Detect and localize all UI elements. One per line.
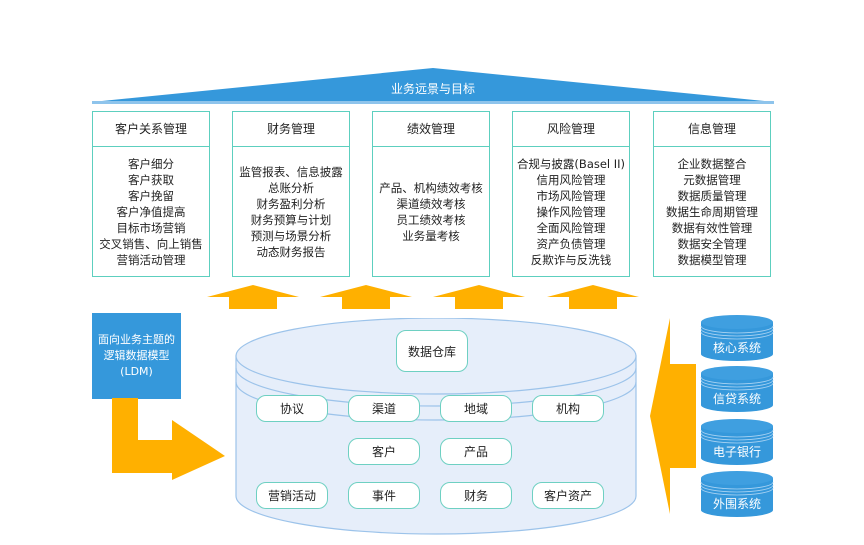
module-item: 营销活动管理 — [116, 252, 186, 267]
module-item: 企业数据整合 — [677, 156, 747, 171]
module-item: 市场风险管理 — [536, 188, 606, 203]
up-arrow-icon — [433, 285, 525, 309]
module-item: 合规与披露(Basel II) — [516, 156, 626, 171]
module-item: 数据质量管理 — [677, 188, 747, 203]
entity-node: 地域 — [440, 395, 512, 422]
module-item: 动态财务报告 — [256, 244, 326, 259]
module-card: 信息管理企业数据整合元数据管理数据质量管理数据生命周期管理数据有效性管理数据安全… — [653, 111, 771, 277]
module-item: 财务预算与计划 — [250, 212, 332, 227]
module-item: 产品、机构绩效考核 — [379, 180, 483, 195]
module-item: 员工绩效考核 — [396, 212, 466, 227]
module-item: 数据安全管理 — [677, 236, 747, 251]
module-item: 数据模型管理 — [677, 252, 747, 267]
module-card: 客户关系管理客户细分客户获取客户挽留客户净值提高目标市场营销交叉销售、向上销售营… — [92, 111, 210, 277]
database-icon — [700, 366, 774, 412]
module-item: 数据有效性管理 — [671, 220, 753, 235]
module-item: 交叉销售、向上销售 — [99, 236, 203, 251]
module-title: 财务管理 — [233, 112, 349, 147]
entity-node: 渠道 — [348, 395, 420, 422]
module-item: 监管报表、信息披露 — [239, 164, 343, 179]
module-items: 合规与披露(Basel II)信用风险管理市场风险管理操作风险管理全面风险管理资… — [513, 147, 629, 276]
ldm-box: 面向业务主题的 逻辑数据模型 (LDM) — [92, 313, 181, 399]
up-arrow-icon — [547, 285, 639, 309]
module-items: 客户细分客户获取客户挽留客户净值提高目标市场营销交叉销售、向上销售营销活动管理 — [93, 147, 209, 276]
module-card: 风险管理合规与披露(Basel II)信用风险管理市场风险管理操作风险管理全面风… — [512, 111, 630, 277]
source-system-label: 电子银行 — [712, 445, 761, 459]
module-item: 客户挽留 — [128, 188, 174, 203]
entity-node: 营销活动 — [256, 482, 328, 509]
entity-node: 客户资产 — [532, 482, 604, 509]
ldm-arrow — [112, 398, 225, 480]
module-item: 目标市场营销 — [116, 220, 186, 235]
entity-node: 财务 — [440, 482, 512, 509]
module-item: 反欺诈与反洗钱 — [530, 252, 612, 267]
source-system-label: 信贷系统 — [712, 392, 761, 406]
vision-title: 业务远景与目标 — [390, 82, 475, 96]
vision-roof — [92, 68, 774, 104]
warehouse-title-node: 数据仓库 — [396, 330, 468, 372]
entity-node: 协议 — [256, 395, 328, 422]
ldm-line: 逻辑数据模型 — [103, 349, 170, 362]
module-items: 监管报表、信息披露总账分析财务盈利分析财务预算与计划预测与场景分析动态财务报告 — [233, 147, 349, 276]
module-title: 客户关系管理 — [93, 112, 209, 147]
sources-arrow — [650, 318, 696, 514]
up-arrow-icon — [320, 285, 412, 309]
ldm-line: (LDM) — [120, 365, 153, 378]
module-item: 业务量考核 — [402, 228, 460, 243]
module-item: 客户获取 — [128, 172, 174, 187]
module-item: 财务盈利分析 — [256, 196, 326, 211]
module-item: 操作风险管理 — [536, 204, 606, 219]
up-arrow-icon — [207, 285, 299, 309]
module-item: 客户净值提高 — [116, 204, 186, 219]
source-system-label: 核心系统 — [712, 341, 761, 355]
module-item: 总账分析 — [268, 180, 314, 195]
module-item: 全面风险管理 — [536, 220, 606, 235]
module-item: 元数据管理 — [683, 172, 741, 187]
module-items: 企业数据整合元数据管理数据质量管理数据生命周期管理数据有效性管理数据安全管理数据… — [654, 147, 770, 276]
module-item: 客户细分 — [128, 156, 174, 171]
module-card: 财务管理监管报表、信息披露总账分析财务盈利分析财务预算与计划预测与场景分析动态财… — [232, 111, 350, 277]
module-items: 产品、机构绩效考核渠道绩效考核员工绩效考核业务量考核 — [373, 147, 489, 276]
module-item: 数据生命周期管理 — [666, 204, 758, 219]
entity-node: 产品 — [440, 438, 512, 465]
module-item: 预测与场景分析 — [250, 228, 332, 243]
entity-node: 机构 — [532, 395, 604, 422]
ldm-line: 面向业务主题的 — [98, 333, 175, 346]
module-title: 绩效管理 — [373, 112, 489, 147]
database-icon — [700, 419, 774, 465]
database-icon — [700, 471, 774, 517]
module-item: 信用风险管理 — [536, 172, 606, 187]
source-system-label: 外围系统 — [712, 497, 761, 511]
module-item: 资产负债管理 — [536, 236, 606, 251]
entity-node: 客户 — [348, 438, 420, 465]
entity-node: 事件 — [348, 482, 420, 509]
module-title: 风险管理 — [513, 112, 629, 147]
module-card: 绩效管理产品、机构绩效考核渠道绩效考核员工绩效考核业务量考核 — [372, 111, 490, 277]
module-title: 信息管理 — [654, 112, 770, 147]
database-icon — [700, 315, 774, 361]
module-item: 渠道绩效考核 — [396, 196, 466, 211]
